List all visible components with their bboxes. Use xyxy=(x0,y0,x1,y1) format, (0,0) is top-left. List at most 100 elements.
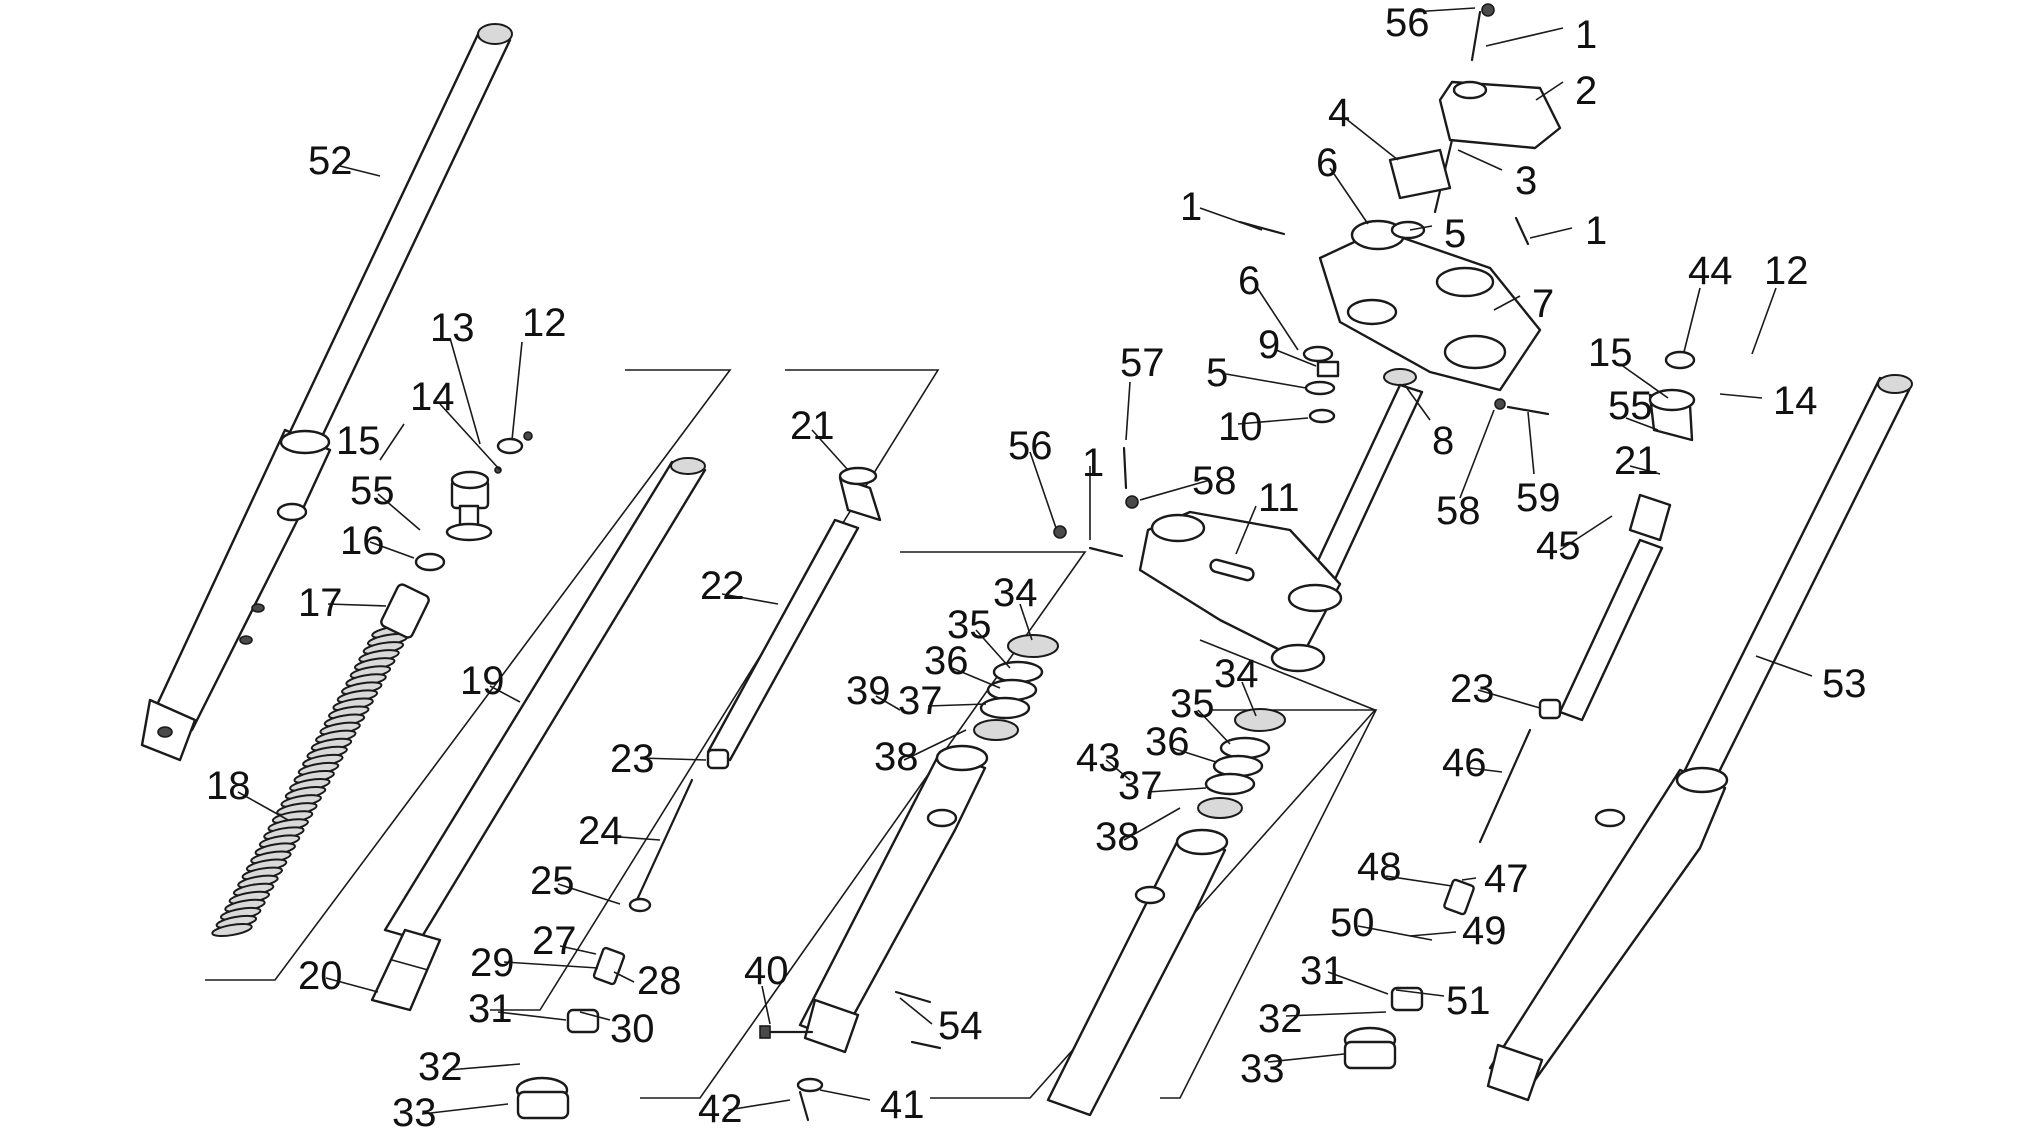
leader-line xyxy=(1411,7,1476,13)
part-number-label: 57 xyxy=(1120,341,1165,385)
leader-line xyxy=(1755,655,1813,677)
pin-12 xyxy=(523,431,533,441)
part-number-label: 49 xyxy=(1462,909,1507,953)
part-number-label: 21 xyxy=(790,404,835,448)
part-number-label: 33 xyxy=(392,1091,437,1131)
part-number-label: 35 xyxy=(947,603,992,647)
part-number-label: 38 xyxy=(1095,815,1140,859)
part-number-label: 5 xyxy=(1444,212,1466,256)
part-number-label: 41 xyxy=(880,1083,925,1127)
damper-right-45 xyxy=(1343,350,1696,1070)
leader-line xyxy=(613,971,635,983)
frame-slider-right xyxy=(930,639,1377,1099)
leader-line xyxy=(819,1089,871,1101)
part-number-label: 12 xyxy=(522,301,567,345)
group-frames xyxy=(205,369,1378,1099)
part-number-label: 38 xyxy=(874,735,919,779)
leader-line xyxy=(1461,877,1477,881)
leader-line xyxy=(927,703,987,707)
leader-line xyxy=(761,985,771,1025)
fork-tube-left-cap xyxy=(477,23,513,45)
part-number-label: 37 xyxy=(1118,764,1163,808)
part-number-label: 28 xyxy=(637,959,682,1003)
part-number-label: 16 xyxy=(340,519,385,563)
part-number-label: 5 xyxy=(1206,351,1228,395)
fork-foot-right xyxy=(1486,1043,1544,1102)
leader-line xyxy=(1751,287,1777,355)
leader-line xyxy=(903,729,967,761)
part-number-label: 9 xyxy=(1258,323,1280,367)
leader-line xyxy=(1719,393,1763,399)
leader-line xyxy=(1357,925,1433,941)
part-number-label: 25 xyxy=(530,859,575,903)
frame-spring-group xyxy=(205,369,732,981)
leader-line xyxy=(1457,149,1503,171)
rod-24 xyxy=(634,778,694,904)
leader-line xyxy=(579,1011,611,1021)
steering-stem-11 xyxy=(1053,383,1424,673)
lower-clamp-body xyxy=(1138,510,1342,662)
seal-25 xyxy=(628,897,652,913)
part-number-label: 42 xyxy=(698,1087,743,1131)
leader-line xyxy=(1019,603,1033,641)
part-number-label: 39 xyxy=(846,669,891,713)
seal-stack-34-38 xyxy=(973,634,1059,741)
part-number-label: 14 xyxy=(1773,379,1818,423)
part-number-label: 1 xyxy=(1585,209,1607,253)
part-number-label: 53 xyxy=(1822,662,1867,706)
part-number-label: 23 xyxy=(610,737,655,781)
leader-line xyxy=(557,883,621,905)
leader-line xyxy=(1029,451,1057,529)
part-number-label: 4 xyxy=(1328,91,1350,135)
slider-39-foot xyxy=(803,998,860,1054)
leader-line xyxy=(1469,767,1503,773)
leader-line xyxy=(497,1011,567,1021)
leader-line xyxy=(1255,285,1299,351)
part-number-label: 48 xyxy=(1357,845,1402,889)
cap-55-left xyxy=(445,470,493,542)
part-number-label: 56 xyxy=(1385,1,1430,45)
leader-line xyxy=(899,997,933,1025)
part-number-label: 1 xyxy=(1180,185,1202,229)
part-number-label: 1 xyxy=(1082,441,1104,485)
slider-43-body xyxy=(1046,834,1227,1117)
leader-line xyxy=(439,403,501,471)
leader-line xyxy=(1395,989,1445,997)
part-number-label: 33 xyxy=(1240,1047,1285,1091)
part-number-label: 56 xyxy=(1008,424,1053,468)
leader-line xyxy=(237,791,289,821)
part-number-label: 13 xyxy=(430,306,475,350)
part-number-label: 50 xyxy=(1330,901,1375,945)
frame-slider-right-inner xyxy=(1160,709,1378,1099)
leader-line xyxy=(1267,1053,1345,1063)
part-number-label: 36 xyxy=(1145,720,1190,764)
part-number-label: 37 xyxy=(898,679,943,723)
part-number-label: 27 xyxy=(532,919,577,963)
part-number-label: 18 xyxy=(206,764,251,808)
frame-damper-left xyxy=(490,369,940,1011)
upper-clamp-7 xyxy=(1318,219,1542,392)
part-number-label: 58 xyxy=(1192,459,1237,503)
part-number-label: 40 xyxy=(744,949,789,993)
leader-line xyxy=(339,165,381,177)
part-number-label: 52 xyxy=(308,139,353,183)
part-number-label: 36 xyxy=(924,639,969,683)
leader-line xyxy=(1409,225,1433,231)
leader-line xyxy=(1147,787,1207,793)
part-number-label: 22 xyxy=(700,564,745,608)
leader-line xyxy=(1477,689,1541,709)
leader-line xyxy=(447,1063,521,1071)
part-number-label: 2 xyxy=(1575,69,1597,113)
part-number-label: 45 xyxy=(1536,524,1581,568)
part-number-label: 35 xyxy=(1170,682,1215,726)
spring-27 xyxy=(592,946,626,986)
part-number-label: 55 xyxy=(350,469,395,513)
part-number-label: 43 xyxy=(1076,736,1121,780)
leader-line xyxy=(421,1103,509,1115)
leader-line xyxy=(489,685,521,703)
part-number-label: 44 xyxy=(1688,249,1733,293)
part-number-label: 15 xyxy=(336,419,381,463)
bolts-upper xyxy=(1238,216,1550,424)
leader-line xyxy=(875,695,901,711)
